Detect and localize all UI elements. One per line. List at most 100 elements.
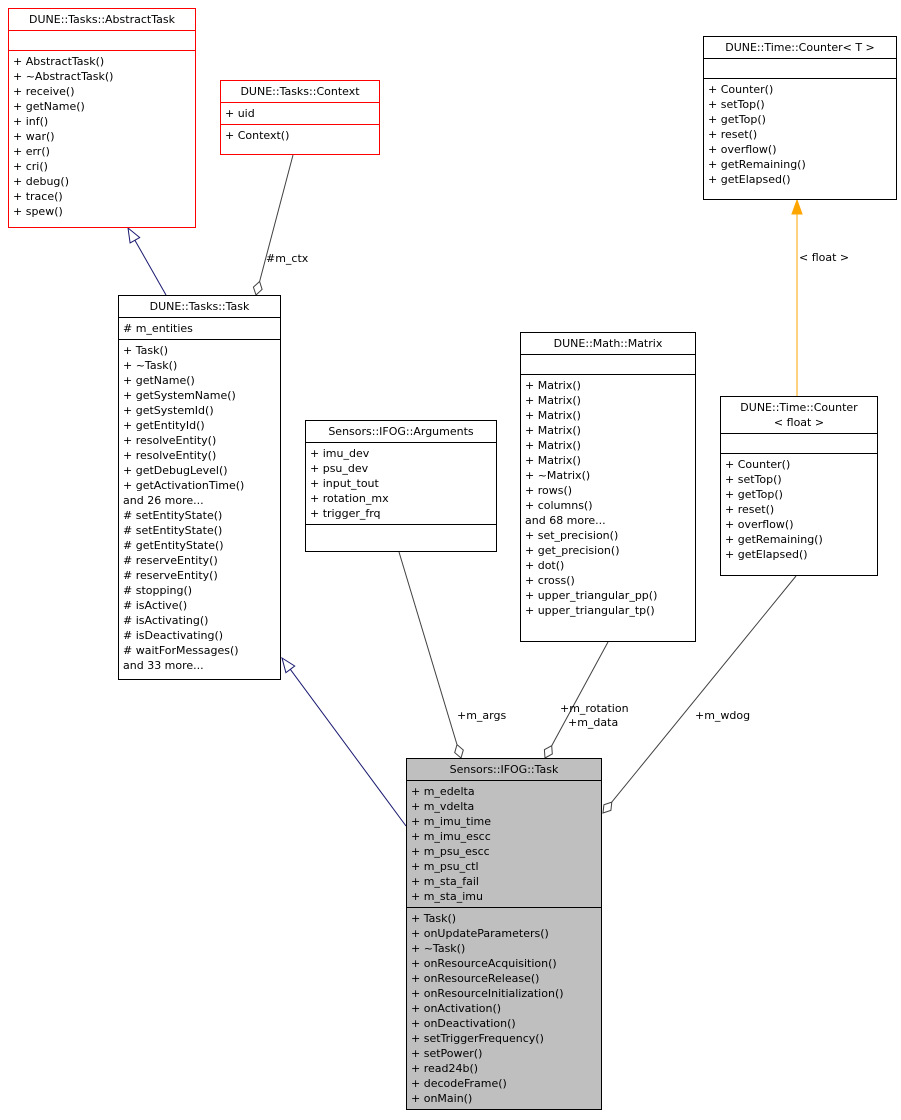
methods-compartment: + Context(): [221, 125, 379, 154]
member-row: + rotation_mx: [310, 492, 389, 505]
member-row: + Task(): [123, 344, 169, 357]
member-row: + getSystemName(): [123, 389, 236, 402]
member-row: + getRemaining(): [708, 158, 806, 171]
member-row: + ~Task(): [411, 942, 466, 955]
attributes-compartment: [521, 355, 695, 375]
member-row: # stopping(): [123, 584, 193, 597]
member-row: # isDeactivating(): [123, 629, 224, 642]
member-row: and 26 more...: [123, 494, 204, 507]
class-title: Sensors::IFOG::Arguments: [306, 421, 496, 443]
member-row: # m_entities: [123, 322, 193, 335]
member-row: + war(): [13, 130, 55, 143]
member-row: + m_edelta: [411, 785, 475, 798]
member-row: # waitForMessages(): [123, 644, 239, 657]
member-row: + getEntityId(): [123, 419, 205, 432]
member-row: # reserveEntity(): [123, 554, 218, 567]
edge-label-float-instantiation: < float >: [799, 251, 850, 264]
member-row: + Matrix(): [525, 454, 581, 467]
class-title: DUNE::Time::Counter< T >: [704, 37, 896, 59]
attributes-compartment: + uid: [221, 103, 379, 125]
member-row: + setPower(): [411, 1047, 483, 1060]
methods-compartment: + AbstractTask() + ~AbstractTask() + recei…: [9, 51, 195, 227]
member-row: + AbstractTask(): [13, 55, 105, 68]
member-row: + trace(): [13, 190, 63, 203]
class-title: DUNE::Time::Counter < float >: [721, 397, 877, 434]
class-box-sensors-ifog-task[interactable]: Sensors::IFOG::Task + m_edelta+ m_vdelta…: [406, 758, 602, 1110]
edge-aggregation-arguments-to-ifogtask: [398, 551, 464, 759]
edge-aggregation-context-to-task: [252, 154, 294, 296]
member-row: and 68 more...: [525, 514, 606, 527]
member-row: + m_imu_time: [411, 815, 492, 828]
member-row: + resolveEntity(): [123, 434, 217, 447]
member-row: + getActivationTime(): [123, 479, 245, 492]
member-row: + Matrix(): [525, 409, 581, 422]
member-row: + cri(): [13, 160, 48, 173]
edge-aggregation-counterfloat-to-ifogtask: [602, 575, 797, 814]
methods-compartment: + Counter()+ setTop()+ getTop()+ reset()…: [721, 454, 877, 575]
member-row: + onMain(): [411, 1092, 473, 1105]
class-title: DUNE::Tasks::Context: [221, 81, 379, 103]
member-row: + decodeFrame(): [411, 1077, 507, 1090]
member-row: + setTop(): [725, 473, 782, 486]
member-row: + m_psu_escc: [411, 845, 490, 858]
edge-label-m-wdog: +m_wdog: [695, 709, 751, 722]
member-row: + spew(): [13, 205, 63, 218]
edge-label-m-rotation: +m_rotation: [560, 702, 629, 715]
member-row: + imu_dev: [310, 447, 370, 460]
member-row: + getSystemId(): [123, 404, 214, 417]
class-box-dune-time-counter-t[interactable]: DUNE::Time::Counter< T > + Counter()+ se…: [703, 36, 897, 200]
member-row: + get_precision(): [525, 544, 620, 557]
class-box-dune-time-counter-float[interactable]: DUNE::Time::Counter < float > + Counter(…: [720, 396, 878, 576]
class-box-dune-tasks-abstracttask[interactable]: DUNE::Tasks::AbstractTask + AbstractTask…: [8, 8, 196, 228]
edge-label-m-ctx: #m_ctx: [266, 252, 309, 265]
member-row: + getElapsed(): [708, 173, 791, 186]
member-row: # isActivating(): [123, 614, 209, 627]
class-box-sensors-ifog-arguments[interactable]: Sensors::IFOG::Arguments + imu_dev+ psu_…: [305, 420, 497, 552]
member-row: + getTop(): [725, 488, 783, 501]
member-row: + onResourceRelease(): [411, 972, 540, 985]
member-row: + ~Matrix(): [525, 469, 591, 482]
class-title: DUNE::Tasks::Task: [119, 296, 280, 318]
member-row: + getTop(): [708, 113, 766, 126]
member-row: + overflow(): [725, 518, 794, 531]
member-row: + err(): [13, 145, 50, 158]
member-row: + receive(): [13, 85, 75, 98]
member-row: + setTriggerFrequency(): [411, 1032, 544, 1045]
member-row: + trigger_frq: [310, 507, 381, 520]
member-row: + columns(): [525, 499, 593, 512]
attributes-compartment: [9, 31, 195, 51]
class-box-dune-tasks-task[interactable]: DUNE::Tasks::Task # m_entities + Task()+…: [118, 295, 281, 680]
class-box-dune-tasks-context[interactable]: DUNE::Tasks::Context + uid + Context(): [220, 80, 380, 155]
edge-inheritance-task-to-abstracttask: [127, 226, 167, 296]
member-row: + onUpdateParameters(): [411, 927, 549, 940]
member-row: + Counter(): [708, 83, 774, 96]
member-row: + Task(): [411, 912, 457, 925]
member-row: + Matrix(): [525, 379, 581, 392]
member-row: + m_psu_ctl: [411, 860, 479, 873]
member-row: + input_tout: [310, 477, 379, 490]
member-row: + uid: [225, 107, 255, 120]
member-row: + ~Task(): [123, 359, 178, 372]
class-box-dune-math-matrix[interactable]: DUNE::Math::Matrix + Matrix()+ Matrix()+…: [520, 332, 696, 642]
member-row: + read24b(): [411, 1062, 479, 1075]
member-row: + upper_triangular_pp(): [525, 589, 658, 602]
methods-compartment: + Matrix() + Matrix() + Matrix() + Matrix()…: [521, 375, 695, 641]
member-row: + Counter(): [725, 458, 791, 471]
edge-label-m-args: +m_args: [457, 709, 507, 722]
class-title: DUNE::Math::Matrix: [521, 333, 695, 355]
member-row: # reserveEntity(): [123, 569, 218, 582]
member-row: + upper_triangular_tp(): [525, 604, 655, 617]
member-row: # isActive(): [123, 599, 188, 612]
member-row: + Matrix(): [525, 439, 581, 452]
member-row: + Matrix(): [525, 394, 581, 407]
member-row: + set_precision(): [525, 529, 619, 542]
member-row: + setTop(): [708, 98, 765, 111]
member-row: + onResourceAcquisition(): [411, 957, 557, 970]
member-row: # getEntityState(): [123, 539, 224, 552]
member-row: + getRemaining(): [725, 533, 823, 546]
member-row: + cross(): [525, 574, 575, 587]
member-row: + ~AbstractTask(): [13, 70, 114, 83]
member-row: + Context(): [225, 129, 290, 142]
attributes-compartment: [721, 434, 877, 454]
